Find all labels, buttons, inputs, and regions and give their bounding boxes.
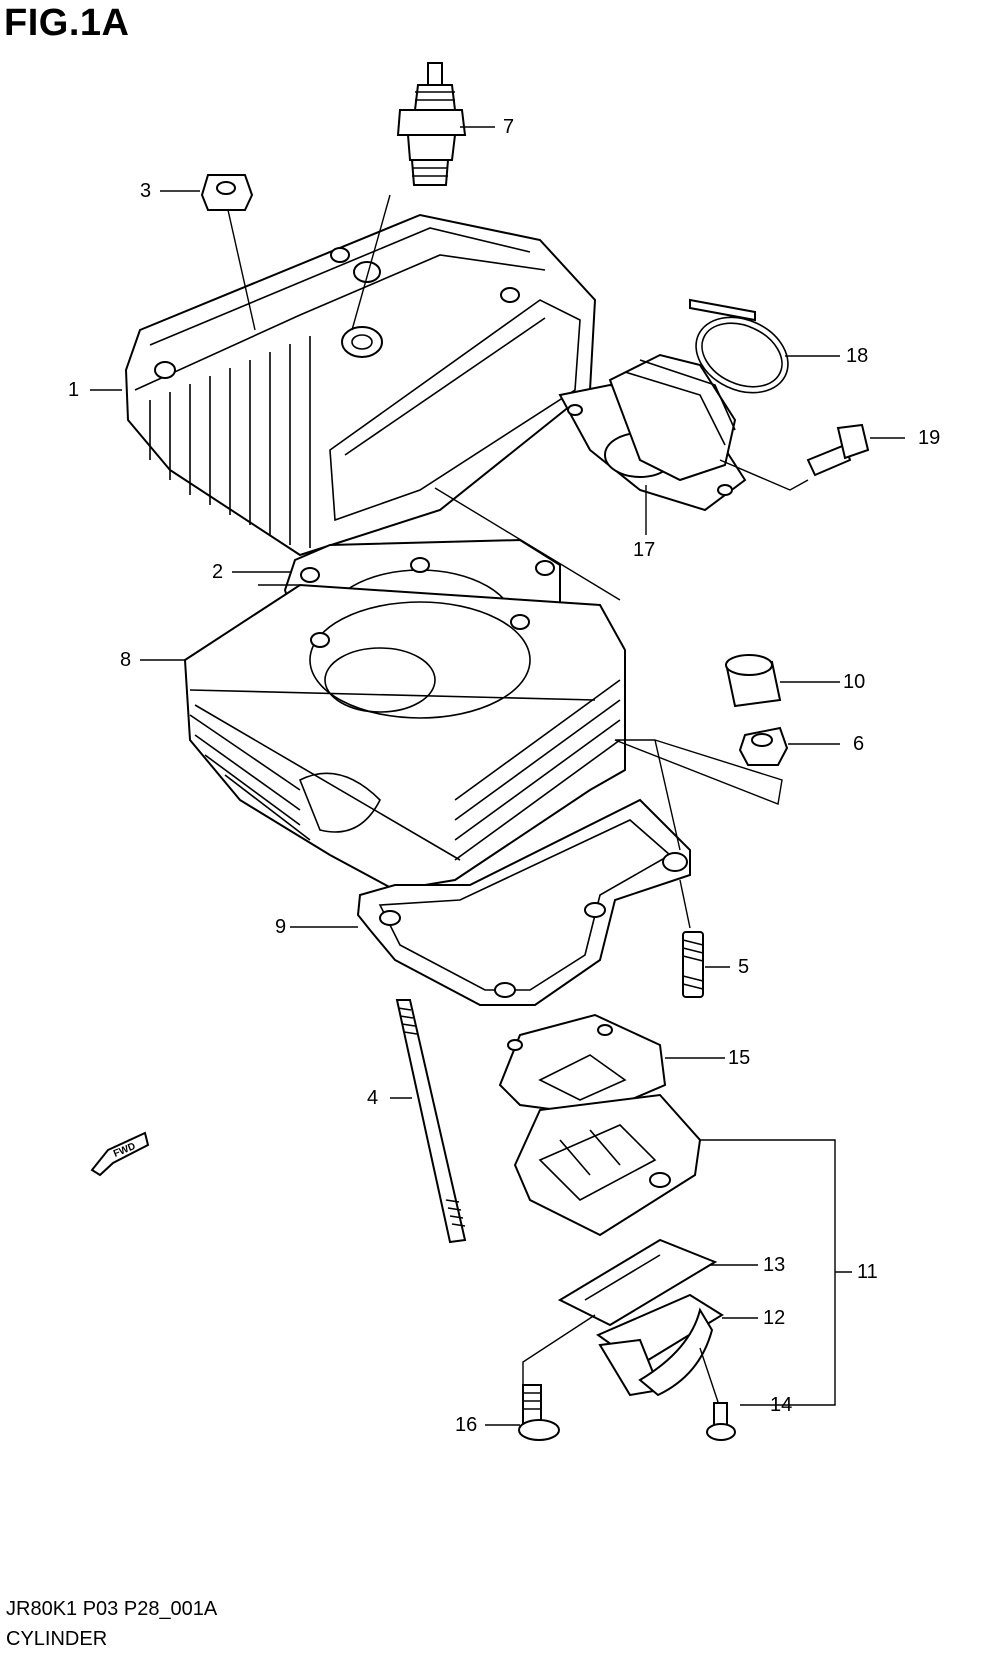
cylinder-part[interactable] xyxy=(183,583,626,892)
callout-6: 6 xyxy=(853,733,865,755)
callout-4: 4 xyxy=(367,1087,379,1109)
flange-nut-part[interactable] xyxy=(738,726,789,766)
stud-bolt-part[interactable] xyxy=(682,931,704,998)
callout-19: 19 xyxy=(918,427,941,449)
diagram-code: JR80K1 P03 P28_001A xyxy=(6,1598,218,1620)
callout-2: 2 xyxy=(212,561,224,583)
callout-1: 1 xyxy=(68,379,80,401)
figure-title: FIG.1A xyxy=(4,2,130,44)
cap-nut-part[interactable] xyxy=(200,174,254,211)
callout-9: 9 xyxy=(275,916,287,938)
reed-stopper-part[interactable] xyxy=(595,1293,724,1397)
base-gasket-part[interactable] xyxy=(356,798,691,1006)
reed-valve-gasket-part[interactable] xyxy=(498,1013,667,1117)
callout-3: 3 xyxy=(140,180,152,202)
callout-18: 18 xyxy=(846,345,869,367)
reed-screw-part[interactable] xyxy=(518,1384,560,1441)
callout-17: 17 xyxy=(633,539,656,561)
leader-lines xyxy=(90,126,905,1426)
cap-part[interactable] xyxy=(725,654,782,708)
hose-clamp-part[interactable] xyxy=(684,298,801,407)
cylinder-head-part[interactable] xyxy=(124,213,597,557)
callout-13: 13 xyxy=(763,1254,786,1276)
callout-8: 8 xyxy=(120,649,132,671)
screw-part[interactable] xyxy=(806,423,870,477)
callout-12: 12 xyxy=(763,1307,786,1329)
callout-5: 5 xyxy=(738,956,750,978)
small-screw-part[interactable] xyxy=(706,1402,736,1441)
callout-10: 10 xyxy=(843,671,866,693)
callout-14: 14 xyxy=(770,1394,793,1416)
callout-7: 7 xyxy=(503,116,515,138)
long-stud-bolt-part[interactable] xyxy=(395,999,467,1244)
forward-direction-arrow: FWD xyxy=(90,1131,150,1177)
diagram-caption: CYLINDER xyxy=(6,1628,108,1650)
intake-pipe-part[interactable] xyxy=(558,353,747,512)
callout-11: 11 xyxy=(857,1261,878,1283)
reed-valve-assembly-part[interactable] xyxy=(513,1093,702,1237)
spark-plug-part[interactable] xyxy=(396,62,467,186)
callout-15: 15 xyxy=(728,1047,751,1069)
callout-16: 16 xyxy=(455,1414,478,1436)
